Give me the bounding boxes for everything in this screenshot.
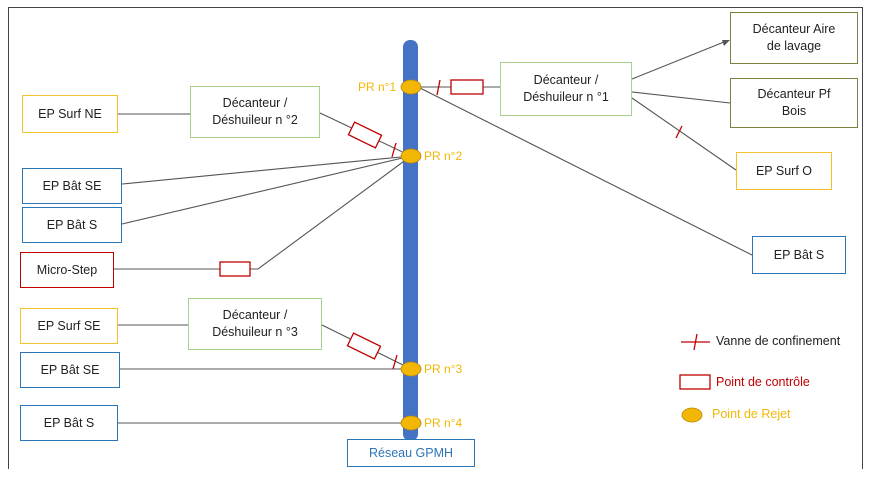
arrowhead-aire xyxy=(722,40,730,46)
legend-control-symbol xyxy=(679,374,711,390)
legend-valve-label: Vanne de confinement xyxy=(716,334,841,348)
pr2-label: PR n°2 xyxy=(424,149,463,163)
main-pipe xyxy=(403,40,418,441)
discharge-point-pr3 xyxy=(400,361,422,377)
line-decanteur1-aire xyxy=(631,41,725,80)
box-decanteur-aire: Décanteur Aire de lavage xyxy=(730,12,858,64)
line-ep-bat-s-1 xyxy=(121,155,412,225)
box-ep-bat-s-right: EP Bât S xyxy=(752,236,846,274)
control-point xyxy=(219,261,251,277)
box-micro-step: Micro-Step xyxy=(20,252,114,288)
line-micro-step-pr2 xyxy=(250,155,412,270)
discharge-point-pr2 xyxy=(400,148,422,164)
control-point xyxy=(347,121,383,149)
pr3-label: PR n°3 xyxy=(424,362,463,376)
control-point xyxy=(450,79,484,95)
box-ep-bat-s-1: EP Bât S xyxy=(22,207,122,243)
line-ep-bat-se-1 xyxy=(121,155,412,185)
valve-mark xyxy=(675,125,683,139)
pr1-label: PR n°1 xyxy=(358,80,397,94)
box-ep-bat-s-2: EP Bât S xyxy=(20,405,118,441)
valve-mark xyxy=(436,79,441,96)
box-ep-surf-o: EP Surf O xyxy=(736,152,832,190)
pr4-label: PR n°4 xyxy=(424,416,463,430)
legend-control-label: Point de contrôle xyxy=(716,375,810,389)
legend-discharge-label: Point de Rejet xyxy=(712,407,791,421)
box-ep-bat-se-2: EP Bât SE xyxy=(20,352,120,388)
box-decanteur-3: Décanteur / Déshuileur n °3 xyxy=(188,298,322,350)
box-ep-surf-se: EP Surf SE xyxy=(20,308,118,344)
network-label: Réseau GPMH xyxy=(347,439,475,467)
discharge-point-pr4 xyxy=(400,415,422,431)
box-decanteur-pf: Décanteur Pf Bois xyxy=(730,78,858,128)
box-decanteur-1: Décanteur / Déshuileur n °1 xyxy=(500,62,632,116)
line-pr1-ep-bat-s-right xyxy=(417,86,753,256)
discharge-point-pr1 xyxy=(400,79,422,95)
box-ep-bat-se-1: EP Bât SE xyxy=(22,168,122,204)
line-decanteur1-surf-o xyxy=(631,97,737,171)
legend-valve-tick xyxy=(693,333,698,351)
diagram-frame xyxy=(8,7,863,469)
box-decanteur-2: Décanteur / Déshuileur n °2 xyxy=(190,86,320,138)
legend-discharge-symbol xyxy=(681,407,703,423)
valve-mark xyxy=(392,354,398,370)
valve-mark xyxy=(391,142,397,158)
box-ep-surf-ne: EP Surf NE xyxy=(22,95,118,133)
line-decanteur1-pf xyxy=(631,91,731,104)
control-point xyxy=(346,332,382,360)
